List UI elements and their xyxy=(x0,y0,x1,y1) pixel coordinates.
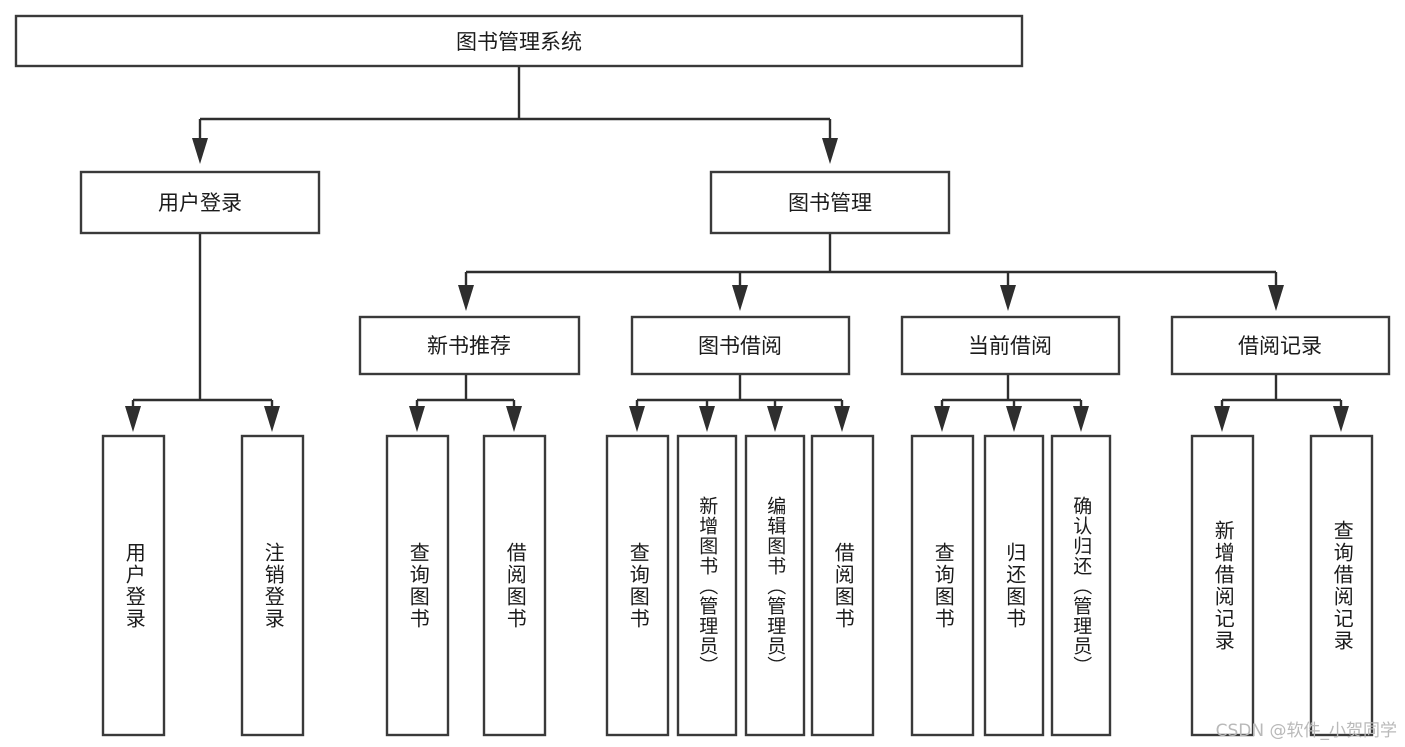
node-current-borrow-label: 当前借阅 xyxy=(968,334,1052,358)
node-book-manage[interactable]: 图书管理 xyxy=(709,170,951,235)
arrow-bb-to-leaf4 xyxy=(834,406,850,432)
arrow-cb-to-leaf2 xyxy=(1006,406,1022,432)
arrow-nbr-to-leaf1 xyxy=(409,406,425,432)
node-leaf-borrow-book-1-box[interactable] xyxy=(482,434,547,737)
node-leaf-user-logout-box[interactable] xyxy=(240,434,305,737)
arrow-bb-to-leaf1 xyxy=(629,406,645,432)
arrow-ul-to-leaf2 xyxy=(264,406,280,432)
node-current-borrow-box[interactable] xyxy=(900,315,1121,376)
node-new-book-rec-box[interactable] xyxy=(358,315,581,376)
node-leaf-borrow-book-2-box[interactable] xyxy=(810,434,875,737)
arrow-br-to-leaf2 xyxy=(1333,406,1349,432)
node-leaf-query-book-3-box[interactable] xyxy=(910,434,975,737)
node-user-login-box[interactable] xyxy=(79,170,321,235)
node-root-box[interactable] xyxy=(14,14,1024,68)
node-leaf-return-book-box[interactable] xyxy=(983,434,1045,737)
connector-group-book-manage xyxy=(458,233,1284,311)
arrow-nbr-to-leaf2 xyxy=(506,406,522,432)
arrow-bm-to-new-book-rec xyxy=(458,285,474,311)
node-leaf-edit-book-box[interactable] xyxy=(744,434,806,737)
node-book-manage-label: 图书管理 xyxy=(788,191,872,215)
arrow-root-to-book-manage xyxy=(822,138,838,164)
arrow-br-to-leaf1 xyxy=(1214,406,1230,432)
arrow-bm-to-borrow-record xyxy=(1268,285,1284,311)
node-current-borrow[interactable]: 当前借阅 xyxy=(900,315,1121,376)
connector-group-new-book-rec xyxy=(409,374,522,432)
node-root-label: 图书管理系统 xyxy=(456,30,582,54)
node-root[interactable]: 图书管理系统 xyxy=(14,14,1024,68)
arrow-bm-to-book-borrow xyxy=(732,285,748,311)
node-leaf-user-login-box[interactable] xyxy=(101,434,166,737)
node-leaf-add-record-box[interactable] xyxy=(1190,434,1255,737)
node-leaf-confirm-return-box[interactable] xyxy=(1050,434,1112,737)
node-borrow-record[interactable]: 借阅记录 xyxy=(1170,315,1391,376)
node-book-manage-box[interactable] xyxy=(709,170,951,235)
arrow-root-to-user-login xyxy=(192,138,208,164)
node-leaf-query-book-2-box[interactable] xyxy=(605,434,670,737)
node-borrow-record-label: 借阅记录 xyxy=(1238,334,1322,358)
arrow-cb-to-leaf3 xyxy=(1073,406,1089,432)
node-user-login[interactable]: 用户登录 xyxy=(79,170,321,235)
node-new-book-rec-label: 新书推荐 xyxy=(427,334,511,358)
arrow-bb-to-leaf3 xyxy=(767,406,783,432)
arrow-cb-to-leaf1 xyxy=(934,406,950,432)
arrow-ul-to-leaf1 xyxy=(125,406,141,432)
node-leaf-query-record-box[interactable] xyxy=(1309,434,1374,737)
node-leaf-add-book-box[interactable] xyxy=(676,434,738,737)
connector-group-current-borrow xyxy=(934,374,1089,432)
arrow-bm-to-current-borrow xyxy=(1000,285,1016,311)
node-user-login-label: 用户登录 xyxy=(158,191,242,215)
node-book-borrow-label: 图书借阅 xyxy=(698,334,782,358)
node-new-book-rec[interactable]: 新书推荐 xyxy=(358,315,581,376)
node-book-borrow-box[interactable] xyxy=(630,315,851,376)
connector-group-root xyxy=(192,66,838,164)
node-leaf-query-book-1-box[interactable] xyxy=(385,434,450,737)
connector-group-book-borrow xyxy=(629,374,850,432)
connector-group-borrow-record xyxy=(1214,374,1349,432)
arrow-bb-to-leaf2 xyxy=(699,406,715,432)
connector-group-user-login xyxy=(125,233,280,432)
node-book-borrow[interactable]: 图书借阅 xyxy=(630,315,851,376)
node-borrow-record-box[interactable] xyxy=(1170,315,1391,376)
